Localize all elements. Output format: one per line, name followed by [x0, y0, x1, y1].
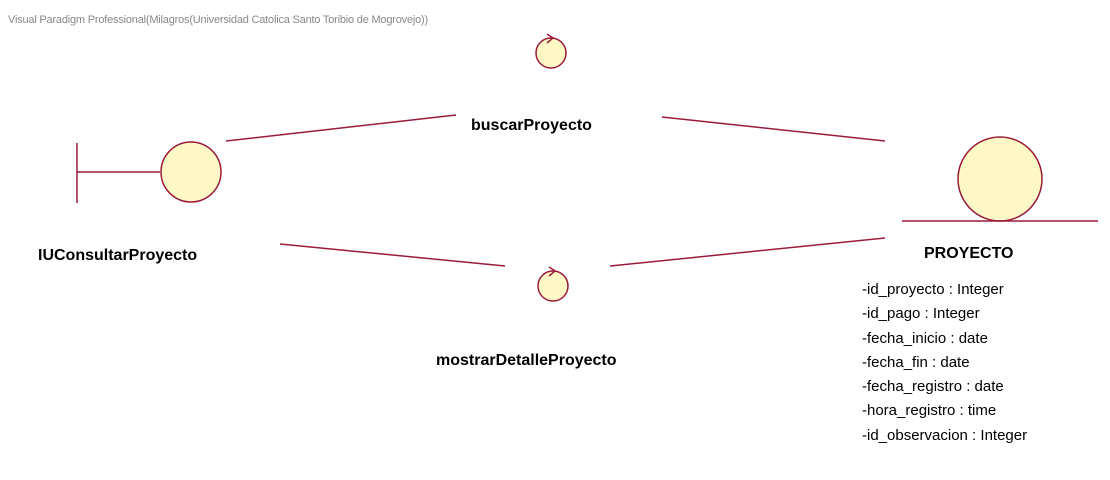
entity-attributes: -id_proyecto : Integer -id_pago : Intege…: [862, 278, 1027, 448]
control-mostrar-icon[interactable]: [537, 266, 569, 302]
entity-label[interactable]: PROYECTO: [924, 245, 1014, 262]
watermark-text: Visual Paradigm Professional(Milagros(Un…: [8, 14, 428, 26]
link-mostrar-entity: [609, 237, 886, 267]
attribute-item[interactable]: -hora_registro : time: [862, 402, 997, 420]
link-buscar-entity: [661, 116, 886, 142]
link-boundary-mostrar: [279, 243, 506, 267]
boundary-icon[interactable]: [76, 141, 222, 203]
attribute-item[interactable]: -fecha_inicio : date: [862, 329, 988, 347]
attribute-item[interactable]: -id_observacion : Integer: [862, 426, 1028, 444]
control-buscar-label[interactable]: buscarProyecto: [471, 117, 592, 134]
control-mostrar-label[interactable]: mostrarDetalleProyecto: [436, 352, 617, 369]
boundary-label[interactable]: IUConsultarProyecto: [38, 247, 198, 264]
attribute-item[interactable]: -fecha_registro : date: [862, 378, 1004, 396]
attribute-item[interactable]: -fecha_fin : date: [862, 353, 970, 371]
control-buscar-icon[interactable]: [535, 33, 567, 69]
attribute-item[interactable]: -id_proyecto : Integer: [862, 281, 1004, 298]
entity-icon[interactable]: [902, 136, 1098, 222]
attribute-item[interactable]: -id_pago : Integer: [862, 305, 980, 323]
link-boundary-buscar: [225, 114, 457, 142]
